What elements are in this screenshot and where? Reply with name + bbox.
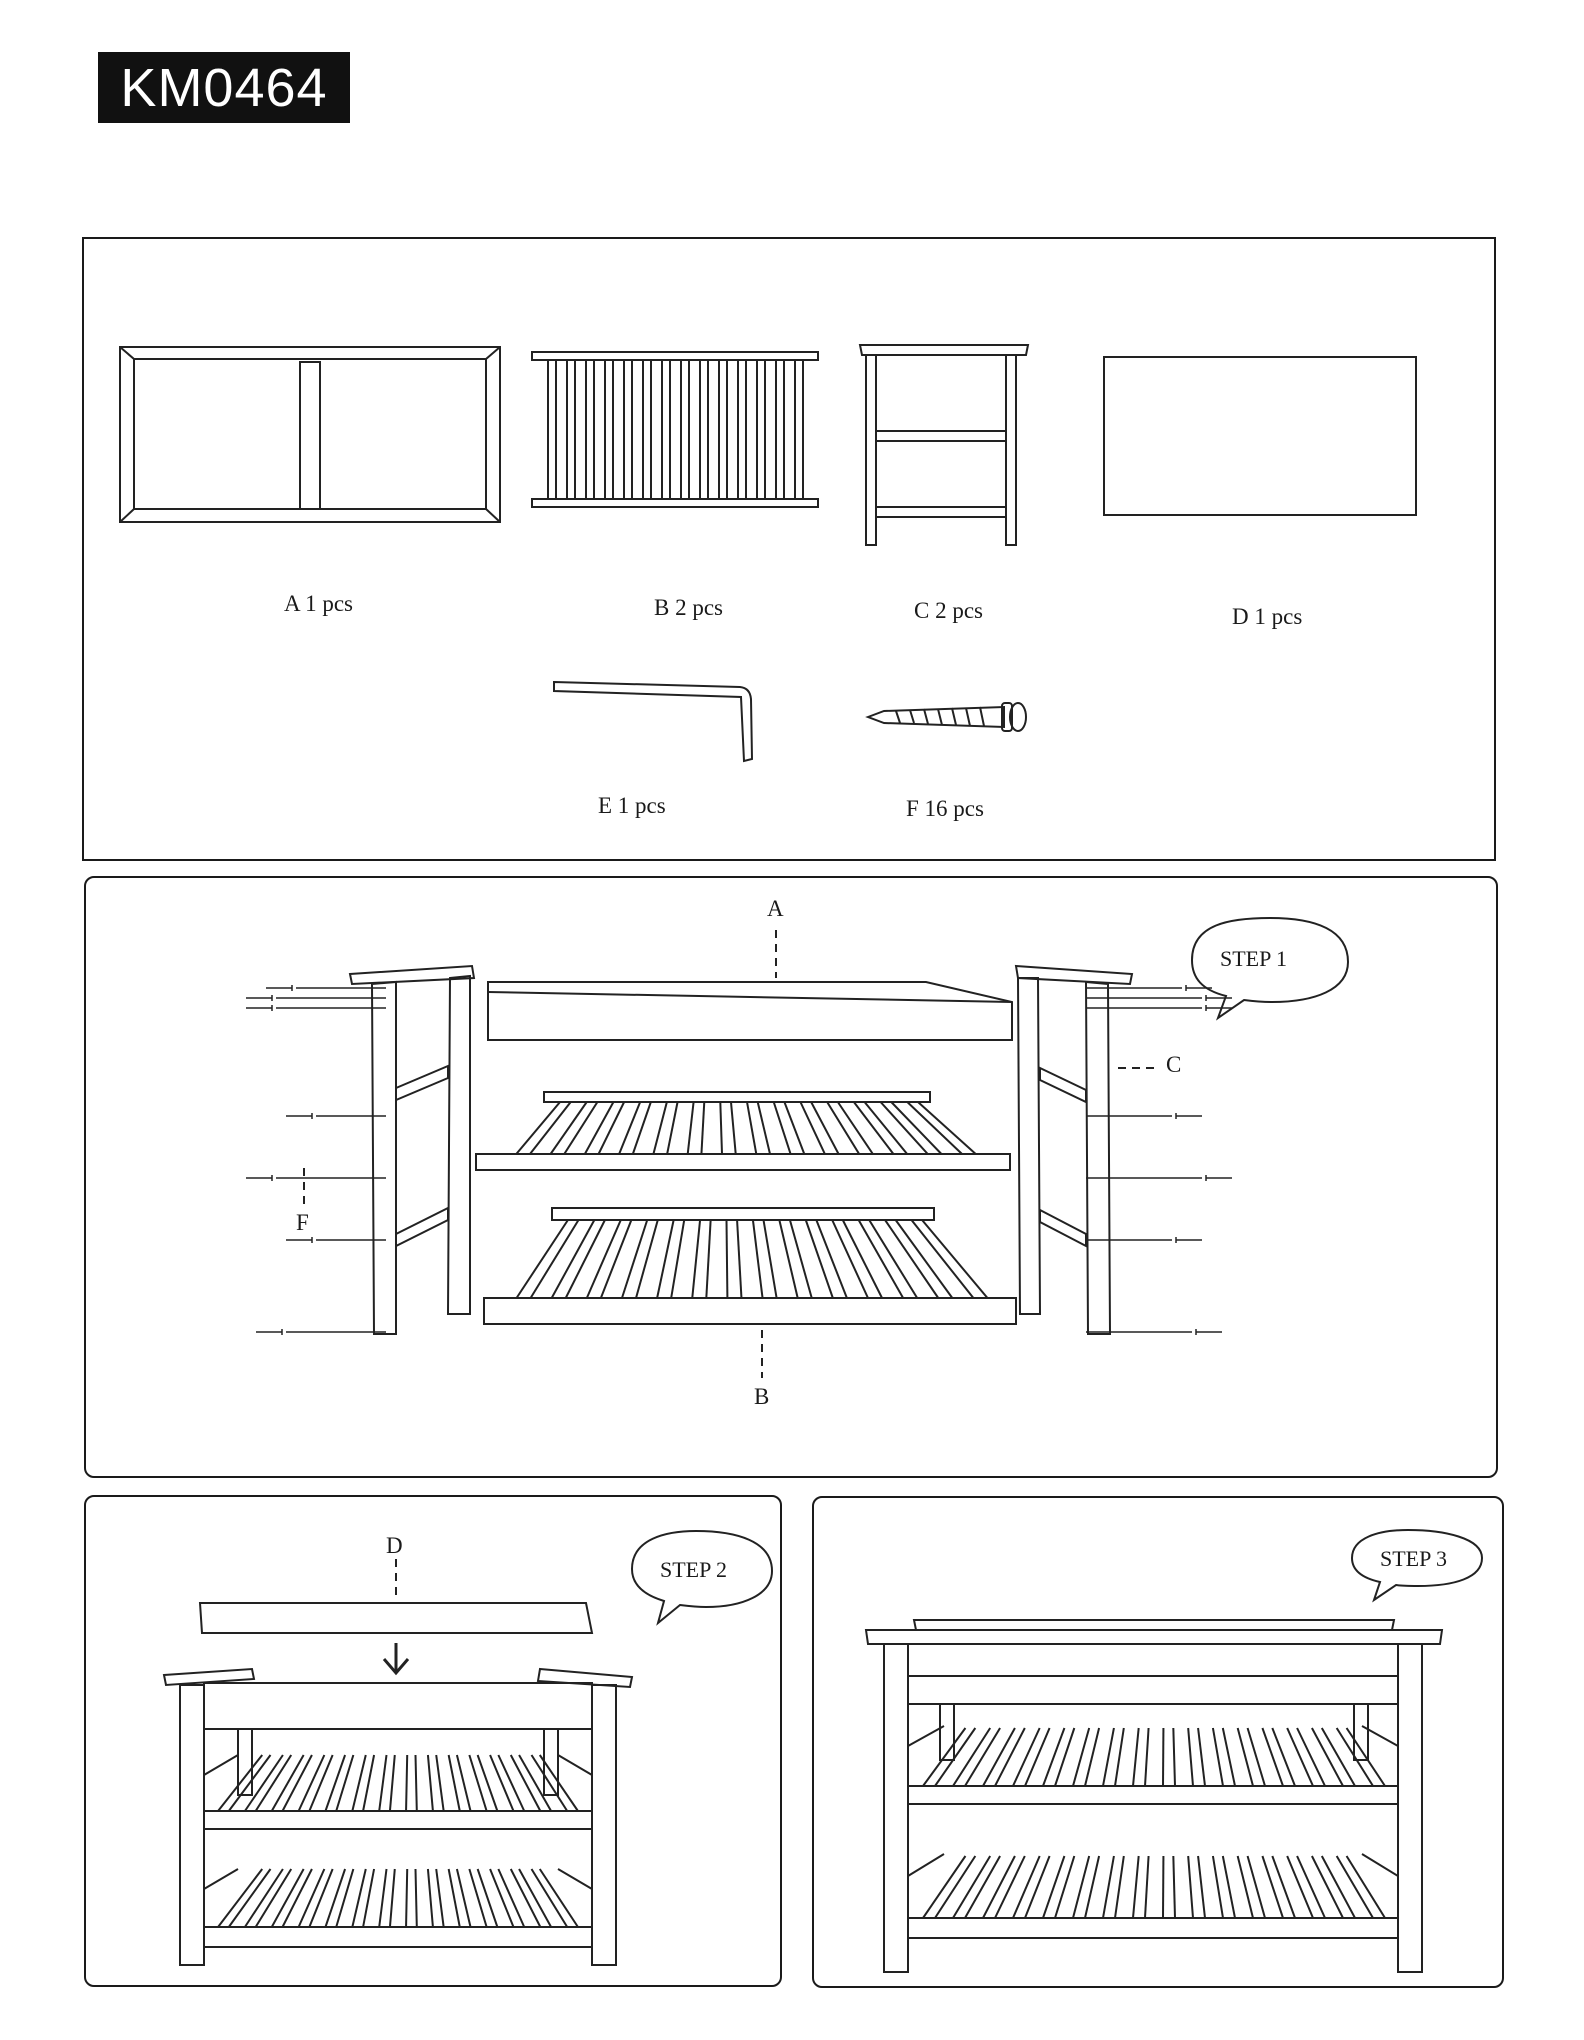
step-1-callout-text: STEP 1	[1220, 946, 1288, 971]
step-3-panel: STEP 3	[812, 1496, 1504, 1988]
step-1-upper-shelf	[475, 1091, 1011, 1171]
step-1-label-a: A	[767, 896, 784, 921]
step-1-label-f: F	[296, 1210, 309, 1235]
step-2-label-d: D	[386, 1533, 403, 1558]
left-side-frame	[348, 964, 476, 1335]
step-3-finished-bench	[864, 1619, 1444, 1973]
step-3-diagram	[864, 1528, 1484, 1973]
right-side-frame	[1014, 964, 1134, 1335]
step-1-label-b: B	[754, 1384, 770, 1409]
step-1-exploded-diagram	[246, 916, 1350, 1378]
step-1-panel: STEP 1 A B C F	[84, 876, 1498, 1478]
step-1-callout-bubble	[1190, 916, 1350, 1021]
step-2-panel: STEP 2 D	[84, 1495, 782, 1987]
part-a-illustration	[119, 346, 501, 523]
part-e-label: E 1 pcs	[598, 793, 666, 818]
parts-illustrations	[119, 344, 1417, 763]
step-2-assembled-frame	[162, 1667, 634, 1966]
part-b-label: B 2 pcs	[654, 595, 723, 620]
part-d-illustration	[1103, 356, 1417, 516]
step-2-diagram	[162, 1529, 774, 1966]
step-2-callout-bubble	[630, 1529, 774, 1626]
step-2-part-d-board	[198, 1602, 594, 1634]
part-a-label: A 1 pcs	[284, 591, 353, 616]
part-c-label: C 2 pcs	[914, 598, 983, 623]
parts-list-panel: A 1 pcs B 2 pcs C 2 pcs D 1 pcs E 1 pcs …	[82, 237, 1496, 861]
part-f-screw-icon	[865, 702, 1027, 732]
part-c-illustration	[858, 344, 1030, 546]
part-b-illustration	[531, 351, 819, 508]
part-e-allen-key-icon	[553, 680, 754, 763]
step-1-lower-shelf	[483, 1207, 1017, 1325]
part-d-label: D 1 pcs	[1232, 604, 1303, 629]
step-3-callout-bubble	[1350, 1528, 1484, 1603]
model-code-badge: KM0464	[98, 52, 350, 123]
down-arrow-icon	[382, 1643, 410, 1676]
step-2-callout-text: STEP 2	[660, 1557, 728, 1582]
step-1-label-c: C	[1166, 1052, 1182, 1077]
step-1-part-a-board	[487, 981, 1013, 1041]
step-3-callout-text: STEP 3	[1380, 1546, 1448, 1571]
part-f-label: F 16 pcs	[906, 796, 984, 821]
